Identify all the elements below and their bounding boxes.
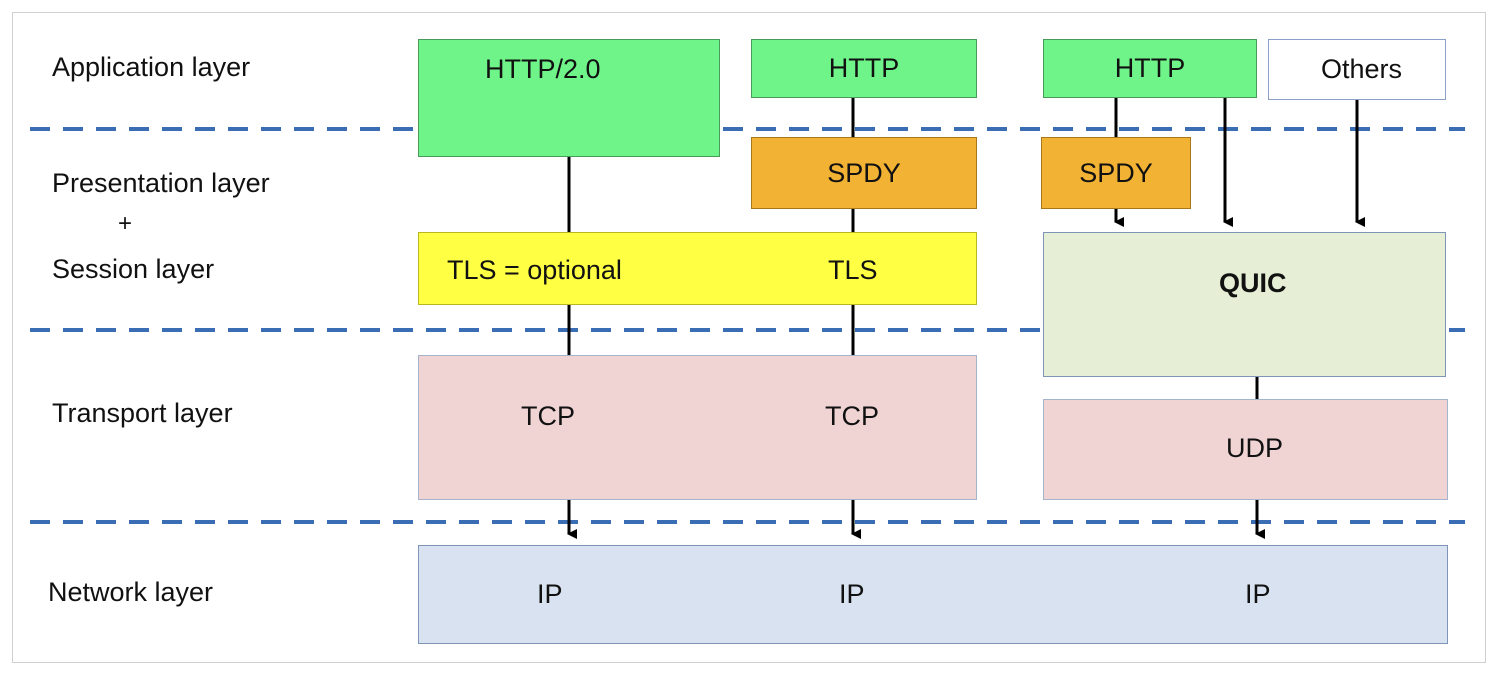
box-tcp: TCP TCP — [418, 355, 977, 500]
box-ip: IP IP IP — [418, 545, 1448, 644]
label-network-layer: Network layer — [48, 577, 214, 607]
box-http2: HTTP/2.0 — [418, 39, 720, 157]
box-tls-label: TLS — [828, 255, 878, 285]
label-transport-layer: Transport layer — [52, 398, 233, 428]
box-ip-middle-label: IP — [839, 579, 865, 609]
box-ip-right-label: IP — [1245, 579, 1271, 609]
box-http-quic-stack: HTTP — [1043, 39, 1257, 98]
box-spdy-tcp-stack: SPDY — [751, 137, 977, 209]
box-http-quic-label: HTTP — [1114, 53, 1186, 83]
box-quic-label: QUIC — [1219, 268, 1287, 298]
box-http-spdy-stack: HTTP — [751, 39, 977, 98]
box-others-label: Others — [1321, 54, 1403, 84]
label-application-layer: Application layer — [52, 52, 251, 82]
box-spdy-label: SPDY — [827, 157, 901, 188]
label-session-layer: Session layer — [52, 254, 215, 284]
box-http2-label: HTTP/2.0 — [485, 54, 601, 84]
box-http-label: HTTP — [828, 53, 900, 83]
diagram-frame — [12, 12, 1486, 663]
box-tls-optional-label: TLS = optional — [447, 255, 622, 285]
box-spdy-quic-stack: SPDY — [1041, 137, 1191, 209]
box-tcp-right-label: TCP — [825, 401, 879, 431]
box-others: Others — [1268, 39, 1446, 100]
box-quic: QUIC — [1043, 232, 1446, 377]
label-plus: + — [118, 210, 133, 237]
label-presentation-layer: Presentation layer — [52, 168, 270, 198]
box-ip-left-label: IP — [537, 579, 563, 609]
box-tls: TLS = optional TLS — [418, 232, 977, 305]
box-udp-label: UDP — [1226, 433, 1284, 463]
box-udp: UDP — [1043, 399, 1448, 500]
box-tcp-left-label: TCP — [521, 401, 575, 431]
box-spdy-quic-label: SPDY — [1079, 157, 1153, 188]
